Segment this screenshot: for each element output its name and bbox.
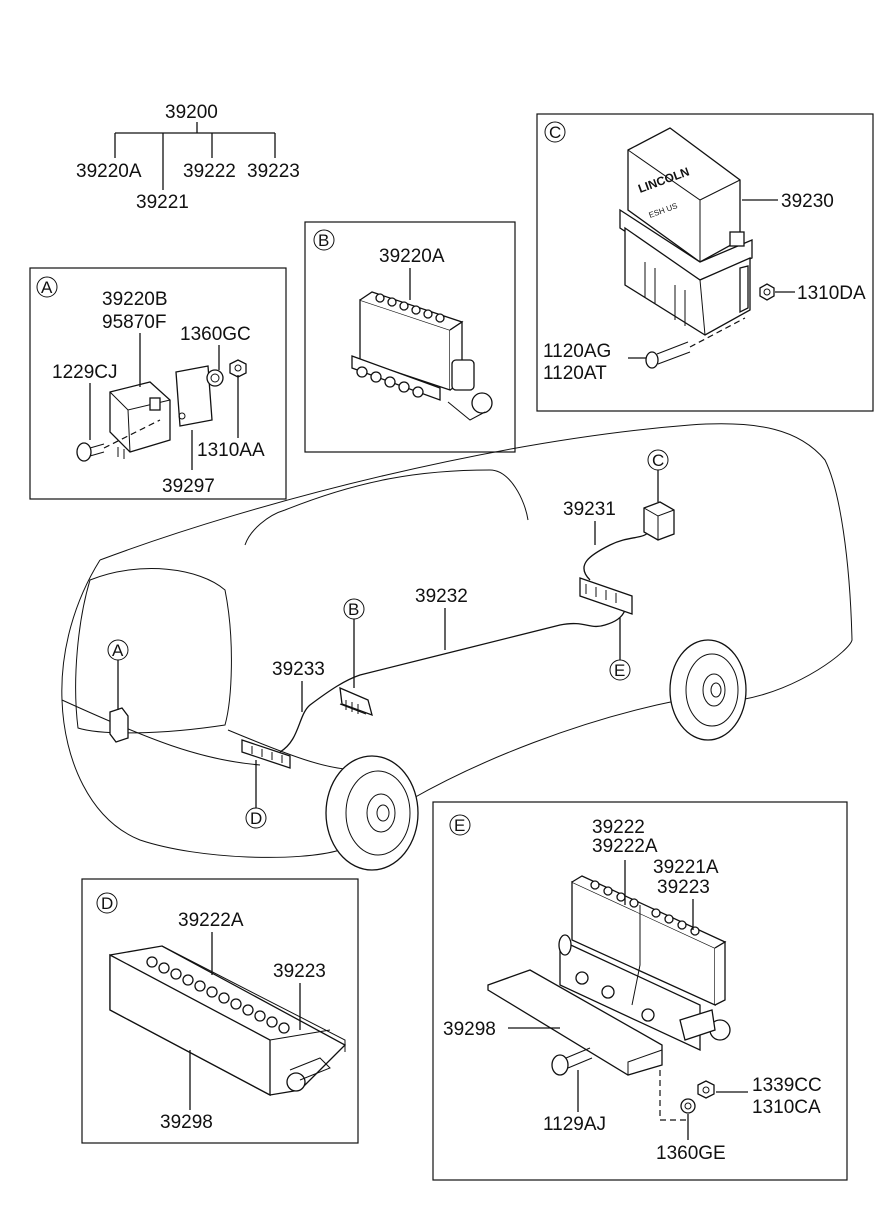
tree-child-label: 39223	[247, 161, 300, 182]
detail-d-label: 39223	[273, 961, 326, 982]
detail-d-marker: D	[101, 894, 113, 913]
detail-a-marker: A	[41, 278, 53, 297]
detail-e-label: 39222A	[592, 836, 658, 857]
detail-b-box: B 39220A	[304, 221, 516, 453]
detail-d-label: 39298	[160, 1112, 213, 1133]
bracket-e	[487, 969, 663, 1076]
detail-e-label: 39298	[443, 1019, 496, 1040]
nut	[229, 359, 247, 378]
detail-a-label: 39297	[162, 476, 215, 497]
fuse-block-e	[558, 875, 731, 1052]
tree-child-label: 39222	[183, 161, 236, 182]
detail-a-label: 1360GC	[180, 324, 251, 345]
vehicle-label: 39232	[415, 586, 468, 607]
detail-c-label: 1120AT	[543, 363, 607, 384]
fuse-block-b	[351, 291, 493, 421]
washer-e	[680, 1098, 696, 1114]
washer	[206, 369, 224, 387]
detail-d-label: 39222A	[178, 910, 244, 931]
vehicle-label: 39231	[563, 499, 616, 520]
detail-c-box: C LINCOLN ESH US 39230 1310DA 1120AG 112…	[536, 113, 874, 412]
detail-e-label: 39223	[657, 877, 710, 898]
detail-b-marker: B	[318, 231, 329, 250]
tree-root-label: 39200	[165, 102, 218, 123]
vehicle-marker: C	[652, 451, 664, 470]
bolt-c	[645, 351, 659, 369]
detail-e-label: 1129AJ	[543, 1114, 606, 1135]
bracket-plate	[175, 365, 213, 427]
detail-e-label: 39222	[592, 817, 645, 838]
relay-module	[109, 381, 171, 459]
detail-c-marker: C	[549, 123, 561, 142]
screw	[76, 442, 92, 462]
detail-e-label: 1360GE	[656, 1143, 726, 1164]
detail-a-label: 1310AA	[197, 440, 265, 461]
vehicle-marker: E	[614, 661, 625, 680]
vehicle-label: 39233	[272, 659, 325, 680]
vehicle-marker: D	[250, 809, 262, 828]
detail-d-box: D 39222A 39223 39298	[81, 878, 359, 1144]
detail-e-label: 1310CA	[752, 1097, 821, 1118]
detail-a-box: A 39220B 95870F 1360GC 1229CJ 1310AA 392…	[29, 267, 287, 500]
tree-child-label: 39220A	[76, 161, 142, 182]
detail-a-label: 1229CJ	[52, 362, 118, 383]
fuse-block-d	[109, 945, 347, 1097]
bolt-e	[551, 1054, 569, 1076]
control-module: LINCOLN ESH US	[619, 127, 753, 336]
vehicle-outline: A B C D E 39231 39232 39233	[61, 423, 853, 871]
vehicle-marker: B	[348, 600, 359, 619]
detail-e-label: 1339CC	[752, 1075, 822, 1096]
detail-e-label: 39221A	[653, 857, 719, 878]
detail-a-label: 39220B	[102, 289, 168, 310]
detail-c-label: 1120AG	[543, 341, 611, 362]
nut-c	[759, 283, 775, 301]
detail-e-marker: E	[454, 816, 465, 835]
detail-e-box: E 39222 39222A 39221A 39223 39298	[432, 801, 848, 1181]
detail-c-label: 39230	[781, 191, 834, 212]
detail-b-label: 39220A	[379, 246, 445, 267]
nut-e	[697, 1080, 715, 1099]
part-tree: 39200 39220A 39222 39223 39221	[76, 102, 300, 213]
tree-child-label: 39221	[136, 192, 189, 213]
detail-a-label: 95870F	[102, 312, 166, 333]
detail-c-label: 1310DA	[797, 283, 866, 304]
vehicle-marker: A	[112, 641, 124, 660]
detail-a-marker-circle	[36, 276, 58, 298]
